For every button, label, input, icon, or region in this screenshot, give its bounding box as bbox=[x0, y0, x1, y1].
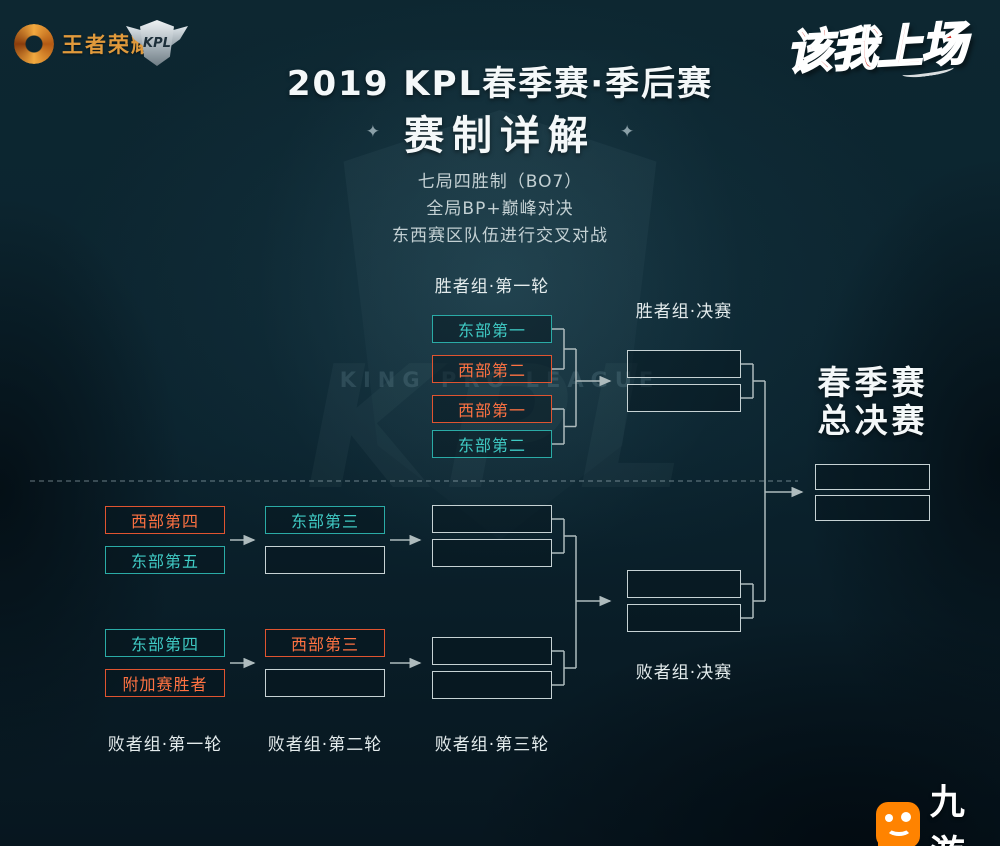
losers-r1-slot-playin-winner: 附加赛胜者 bbox=[105, 669, 225, 697]
losers-final-slot-2 bbox=[627, 604, 741, 632]
king-of-glory-logo: 王者荣耀 bbox=[14, 24, 154, 64]
winners-r1-slot-west-2: 西部第二 bbox=[432, 355, 552, 383]
king-of-glory-icon bbox=[14, 24, 54, 64]
losers-r1-slot-east-4: 东部第四 bbox=[105, 629, 225, 657]
winners-r1-slot-east-2: 东部第二 bbox=[432, 430, 552, 458]
losers-r2-slot-east-3: 东部第三 bbox=[265, 506, 385, 534]
losers-r3-slot-3 bbox=[432, 637, 552, 665]
jiuyou-logo: 九游 bbox=[876, 774, 1000, 846]
losers-r1-slot-east-5: 东部第五 bbox=[105, 546, 225, 574]
rule-line-2: 全局BP+巅峰对决 bbox=[426, 199, 574, 219]
losers-r3-slot-1 bbox=[432, 505, 552, 533]
jiuyou-smiley-icon bbox=[876, 802, 920, 846]
kpl-label: KPL bbox=[143, 35, 171, 51]
losers-round2-label: 败者组·第二轮 bbox=[267, 735, 383, 755]
diamond-ornament-right-icon: ✦ bbox=[620, 122, 635, 142]
smiley-smile-icon bbox=[886, 820, 912, 836]
rule-line-3: 东西赛区队伍进行交叉对战 bbox=[392, 226, 608, 246]
subtitle-row: ✦ 赛制详解 ✦ bbox=[0, 103, 1000, 161]
losers-r2-slot-empty-2 bbox=[265, 669, 385, 697]
grand-final-slot-1 bbox=[815, 464, 930, 490]
smiley-right-eye-icon bbox=[900, 812, 911, 822]
diamond-ornament-left-icon: ✦ bbox=[365, 122, 380, 142]
page-title: 2019 KPL春季赛·季后赛 bbox=[286, 64, 714, 104]
kpl-logo: KPL bbox=[126, 16, 188, 74]
bracket-lines bbox=[552, 328, 766, 686]
winners-r1-slot-east-1: 东部第一 bbox=[432, 315, 552, 343]
losers-final-label: 败者组·决赛 bbox=[635, 663, 733, 683]
winners-r1-slot-west-1: 西部第一 bbox=[432, 395, 552, 423]
winners-final-label: 胜者组·决赛 bbox=[635, 302, 733, 322]
bracket-arrows bbox=[230, 375, 804, 669]
rule-line-1: 七局四胜制（BO7） bbox=[417, 172, 583, 192]
rules-block: 七局四胜制（BO7） 全局BP+巅峰对决 东西赛区队伍进行交叉对战 bbox=[0, 169, 1000, 250]
grand-final-slot-2 bbox=[815, 495, 930, 521]
losers-r1-slot-west-4: 西部第四 bbox=[105, 506, 225, 534]
winners-final-slot-2 bbox=[627, 384, 741, 412]
jiuyou-label: 九游 bbox=[929, 783, 967, 846]
page-subtitle: 赛制详解 bbox=[404, 113, 596, 159]
losers-r2-slot-empty-1 bbox=[265, 546, 385, 574]
losers-r3-slot-2 bbox=[432, 539, 552, 567]
losers-r2-slot-west-3: 西部第三 bbox=[265, 629, 385, 657]
losers-final-slot-1 bbox=[627, 570, 741, 598]
winners-round1-label: 胜者组·第一轮 bbox=[434, 277, 550, 297]
smiley-left-eye-icon bbox=[885, 814, 893, 822]
losers-round3-label: 败者组·第三轮 bbox=[434, 735, 550, 755]
losers-r3-slot-4 bbox=[432, 671, 552, 699]
winners-final-slot-1 bbox=[627, 350, 741, 378]
grand-final-title-line1: 春季赛 bbox=[817, 363, 929, 402]
grand-final-title-line2: 总决赛 bbox=[817, 401, 929, 440]
losers-round1-label: 败者组·第一轮 bbox=[107, 735, 223, 755]
grand-final-title: 春季赛 总决赛 bbox=[798, 364, 948, 440]
